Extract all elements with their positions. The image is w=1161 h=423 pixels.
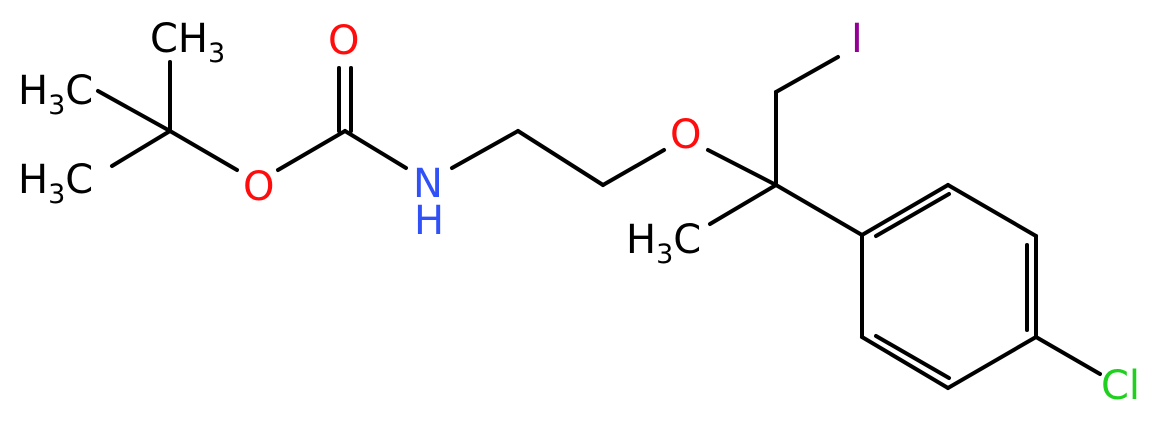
bond-cq-methyl-lower-left bbox=[110, 129, 172, 168]
bond-cq-ring bbox=[774, 183, 864, 237]
ether-oxygen-label: O bbox=[670, 112, 701, 158]
bond-carbonyl-carbon-nitrogen bbox=[343, 129, 408, 170]
carbonyl-oxygen-label: O bbox=[328, 18, 359, 64]
iodine-label: I bbox=[851, 16, 863, 62]
ester-oxygen-label: O bbox=[243, 164, 274, 210]
bonds bbox=[96, 55, 1102, 390]
amine-nitrogen-label: N bbox=[413, 161, 443, 207]
bond-cq-ester-oxygen bbox=[168, 129, 239, 172]
bond-ch2-ether-oxygen bbox=[601, 148, 666, 187]
methyl-top-label: CH3 bbox=[150, 16, 225, 69]
bond-cq-methyl bbox=[708, 183, 778, 226]
bond-ring-5-6-inner bbox=[874, 334, 951, 380]
bond-nitrogen-ch2 bbox=[450, 129, 520, 170]
amine-hydrogen-label: H bbox=[414, 198, 444, 244]
chlorine-label: Cl bbox=[1101, 363, 1140, 409]
bond-ring-5-6 bbox=[860, 335, 950, 390]
bond-ring-1-2 bbox=[860, 183, 950, 237]
methyl-left-lower-label: H3C bbox=[18, 157, 93, 210]
bond-ring-4-5 bbox=[946, 335, 1038, 390]
methyl-left-upper-label: H3C bbox=[18, 68, 93, 121]
bond-ester-oxygen-carbonyl-carbon bbox=[276, 129, 347, 172]
bond-ring-1-2-inner bbox=[874, 192, 951, 238]
bond-ring-2-3 bbox=[946, 183, 1038, 238]
atom-labels: CH3 H3C H3C O O N H O I H3C Cl bbox=[18, 16, 1140, 409]
bond-ring-chlorine bbox=[1034, 335, 1102, 376]
bond-ch2-iodine bbox=[774, 55, 840, 94]
methyl-quaternary-label: H3C bbox=[626, 217, 701, 270]
bond-ch2-ch2 bbox=[516, 129, 605, 187]
bond-ether-oxygen-cq bbox=[706, 148, 778, 187]
bond-cq-methyl-upper-left bbox=[96, 89, 172, 133]
